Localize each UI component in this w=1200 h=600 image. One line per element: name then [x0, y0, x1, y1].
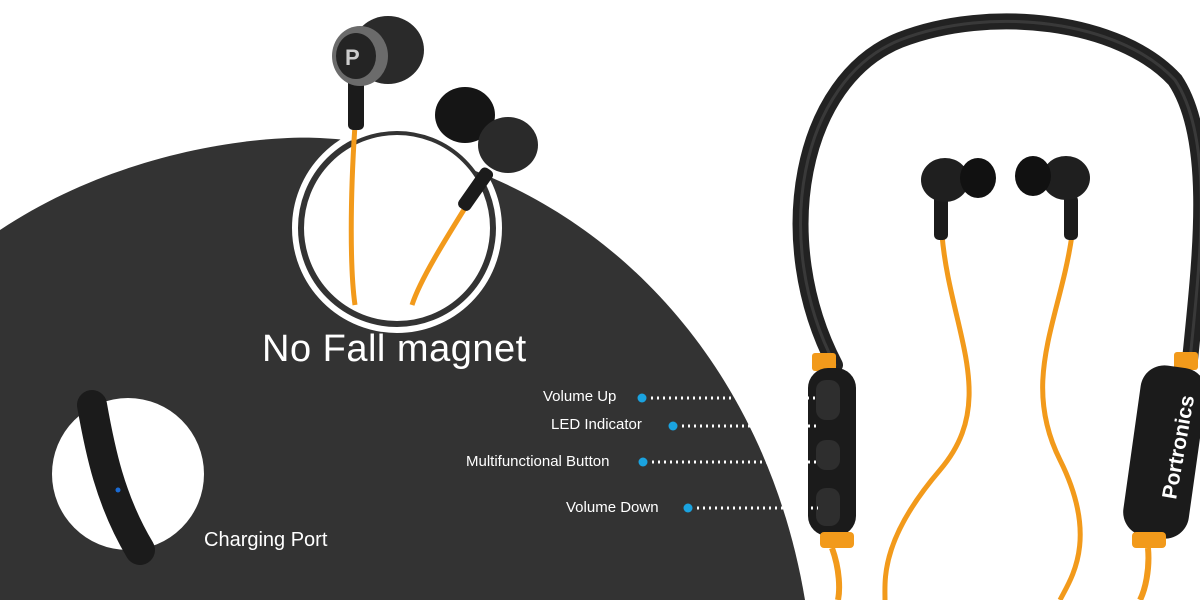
volume-down-label: Volume Down	[566, 499, 659, 516]
volume-up-label: Volume Up	[543, 388, 617, 405]
no-fall-magnet-heading: No Fall magnet	[262, 328, 527, 370]
charging-port-illustration	[52, 390, 204, 565]
callout-markers	[637, 393, 818, 513]
magnet-illustration: P	[292, 16, 538, 333]
multifunctional-button-label: Multifunctional Button	[466, 453, 610, 470]
charging-port-label: Charging Port	[204, 529, 328, 551]
led-indicator-label: LED Indicator	[551, 416, 642, 433]
svg-text:P: P	[345, 45, 360, 70]
neckband	[792, 13, 1200, 600]
